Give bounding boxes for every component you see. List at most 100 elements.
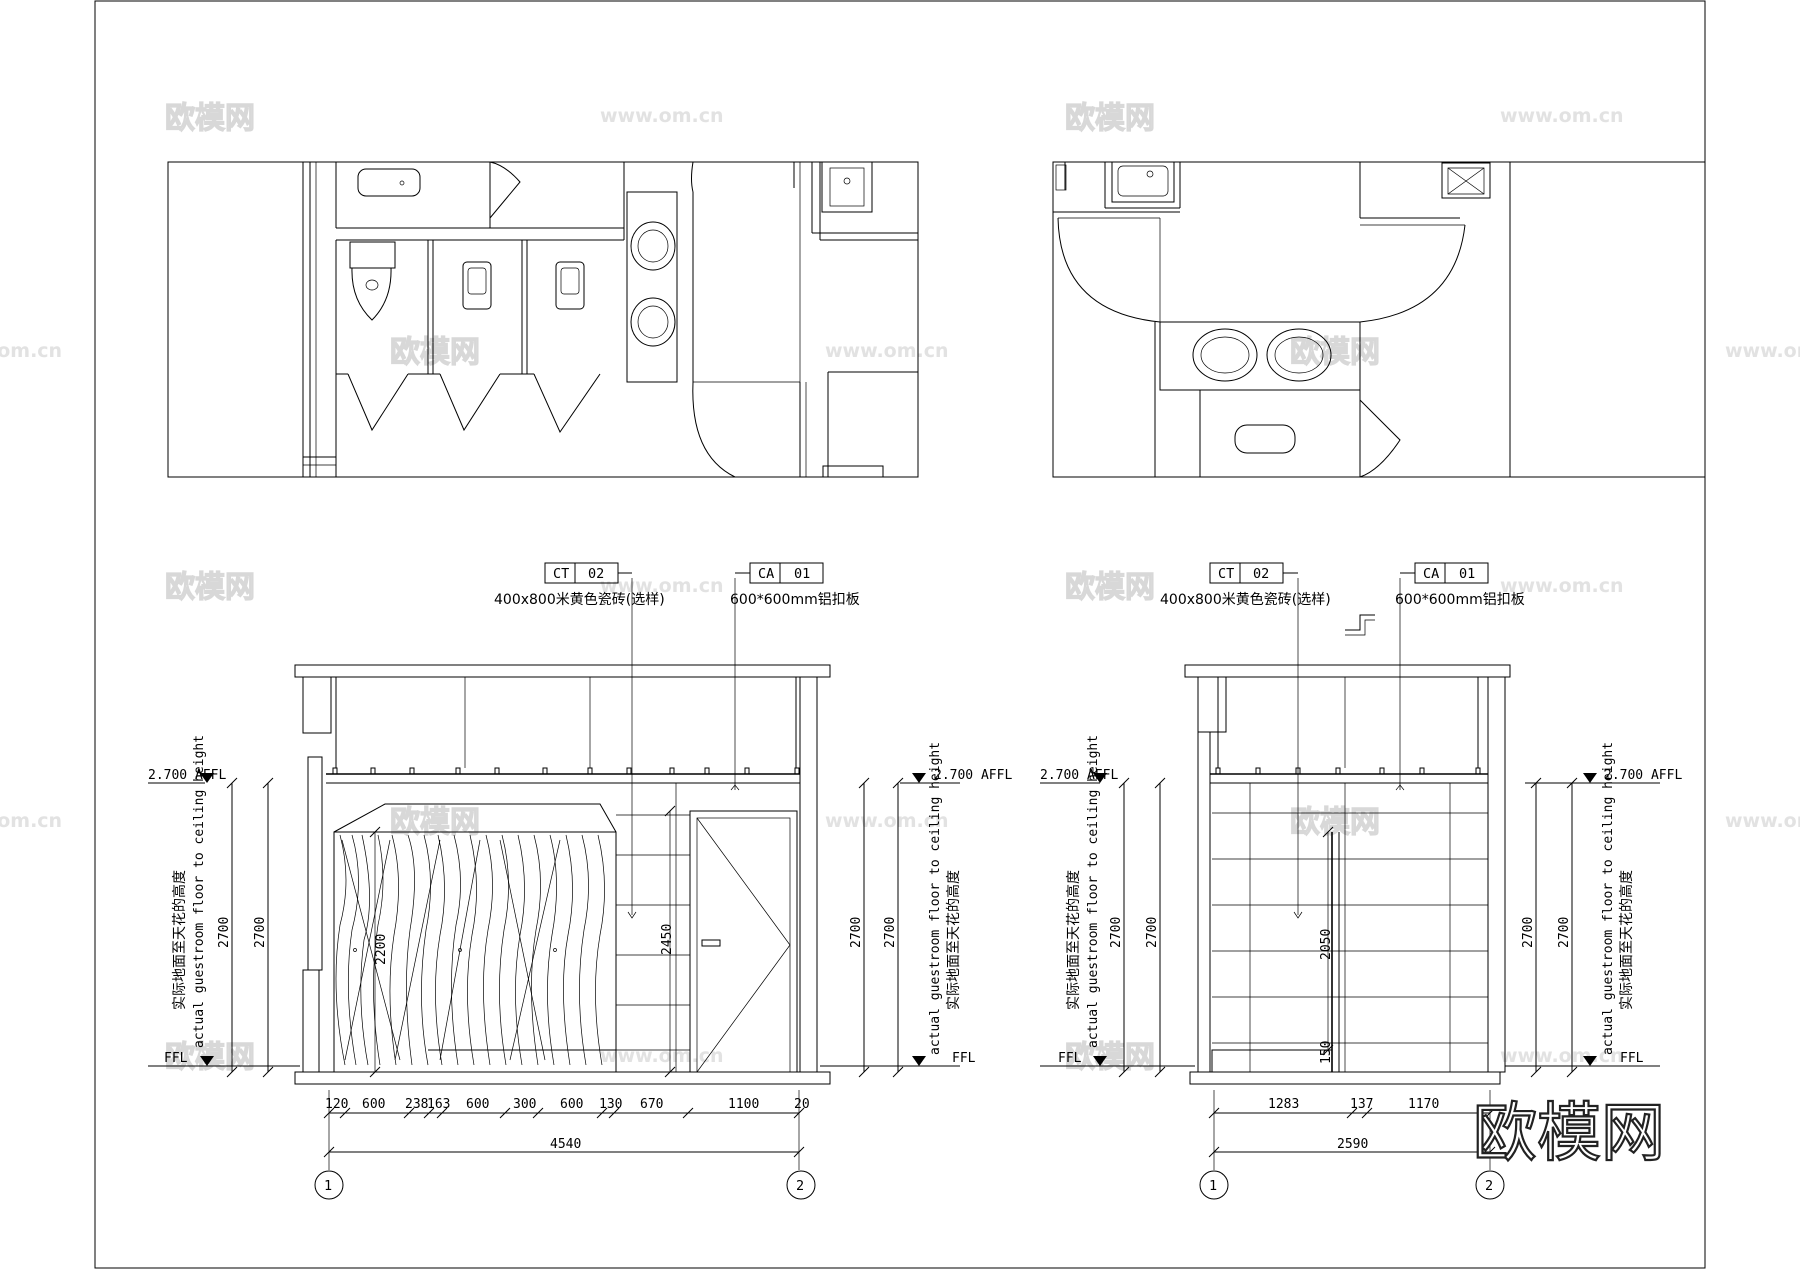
ffl-label: FFL [1058,1051,1082,1066]
dim-vertical: 2700 [1145,917,1160,948]
level-label: 2.700 AFFL [148,768,226,783]
tag-code: CT [1218,566,1234,582]
dim-total: 2590 [1337,1137,1368,1152]
tag-code: CA [1423,566,1439,582]
dim-bottom: 600 [466,1097,489,1112]
dim-vertical: 2700 [1109,917,1124,948]
dim-vertical: 2700 [1521,917,1536,948]
grid-bubble [1199,1170,1229,1200]
left-elevation: CT 02 400x800米黄色瓷砖(选样) CA 01 600*600mm铝扣… [148,562,1012,1200]
tag-number: 01 [794,566,810,582]
dim-bottom: 600 [362,1097,385,1112]
level-label: 2.700 AFFL [934,768,1012,783]
watermark-url: www.om.cn [825,340,949,362]
tag-code: CA [758,566,774,582]
urinal-symbol [462,261,492,310]
grid-bubble [1475,1170,1505,1200]
left-floor-plan [167,161,919,478]
watermark-logo: 欧模网 [1290,335,1380,370]
height-label-en: actual guestroom floor to ceiling height [192,735,207,1048]
washbasin-symbol [1266,328,1332,382]
dim-bottom: 163 [427,1097,450,1112]
watermark-logo: 欧模网 [390,805,480,840]
dim-bottom: 20 [794,1097,810,1112]
grid-bubble [314,1170,344,1200]
watermark-url: www.om.cn [600,1045,724,1067]
material-note: 400x800米黄色瓷砖(选样) [1160,591,1331,608]
watermark-logo: 欧模网 [165,101,255,136]
tag-number: 01 [1459,566,1475,582]
ffl-label: FFL [952,1051,976,1066]
level-label: 2.700 AFFL [1040,768,1118,783]
height-label-cn: 实际地面至天花的高度 [1065,870,1082,1010]
dim-bottom: 600 [560,1097,583,1112]
brand-watermark: 欧模网 [1473,1097,1665,1171]
dim-vertical: 2700 [253,917,268,948]
watermark-url: www.om.cn [825,810,949,832]
dim-vertical: 2700 [217,917,232,948]
watermark-logo: 欧模网 [1065,101,1155,136]
grid-bubble [786,1170,816,1200]
dim-bottom: 137 [1350,1097,1373,1112]
watermark-logo: 欧模网 [165,570,255,605]
watermark-logo: 欧模网 [1065,1040,1155,1075]
watermark-url: www.om.cn [600,105,724,127]
tag-number: 02 [1253,566,1269,582]
tag-code: CT [553,566,569,582]
material-note: 600*600mm铝扣板 [730,592,860,608]
dim-bottom: 1283 [1268,1097,1299,1112]
dim-total: 4540 [550,1137,581,1152]
dim-vertical: 150 [1319,1041,1334,1064]
watermark-logo: 欧模网 [1290,805,1380,840]
washbasin-symbol [630,221,676,271]
dim-vertical: 2200 [374,934,389,965]
bathtub-symbol [357,168,421,197]
right-floor-plan [1052,161,1706,478]
grid-label: 2 [1485,1178,1493,1194]
watermark-logo: 欧模网 [1065,570,1155,605]
washbasin-symbol [1192,328,1258,382]
watermark-url: www.om.cn [1725,810,1800,832]
height-label-en: actual guestroom floor to ceiling height [1086,735,1101,1048]
grid-label: 1 [1209,1178,1217,1194]
dim-bottom: 1100 [728,1097,759,1112]
height-label-cn: 实际地面至天花的高度 [171,870,188,1010]
watermark-url: www.om.cn [1725,340,1800,362]
dim-bottom: 670 [640,1097,663,1112]
right-elevation: CT 02 400x800米黄色瓷砖(选样) CA 01 600*600mm铝扣… [1040,562,1682,1200]
urinal-symbol [555,261,585,310]
watermark-url: www.om.cn [1500,575,1624,597]
watermark-url: .om.cn [0,340,62,362]
ffl-label: FFL [1620,1051,1644,1066]
dim-vertical: 2050 [1319,929,1334,960]
grid-label: 1 [324,1178,332,1194]
dim-bottom: 130 [599,1097,622,1112]
material-note: 600*600mm铝扣板 [1395,592,1525,608]
dim-vertical: 2700 [1557,917,1572,948]
toilet-symbol [349,241,396,269]
dim-bottom: 1170 [1408,1097,1439,1112]
watermark-url: www.om.cn [600,575,724,597]
watermark-logo: 欧模网 [390,335,480,370]
toilet-symbol [1234,424,1296,454]
dim-vertical: 2450 [660,924,675,955]
dim-vertical: 2700 [849,917,864,948]
dim-bottom: 238 [405,1097,428,1112]
dim-bottom: 120 [325,1097,348,1112]
material-note: 400x800米黄色瓷砖(选样) [494,591,665,608]
watermark-url: .om.cn [0,810,62,832]
height-label-cn: 实际地面至天花的高度 [945,870,962,1010]
dim-vertical: 2700 [883,917,898,948]
watermark-url: www.om.cn [1500,105,1624,127]
sheet-frame [94,0,1706,1269]
tag-number: 02 [588,566,604,582]
washbasin-symbol [630,297,676,347]
ffl-label: FFL [164,1051,188,1066]
dim-bottom: 300 [513,1097,536,1112]
door-elevation [689,810,798,1073]
height-label-cn: 实际地面至天花的高度 [1618,870,1635,1010]
height-label-en: actual guestroom floor to ceiling height [1601,742,1616,1055]
level-label: 2.700 AFFL [1604,768,1682,783]
grid-label: 2 [796,1178,804,1194]
